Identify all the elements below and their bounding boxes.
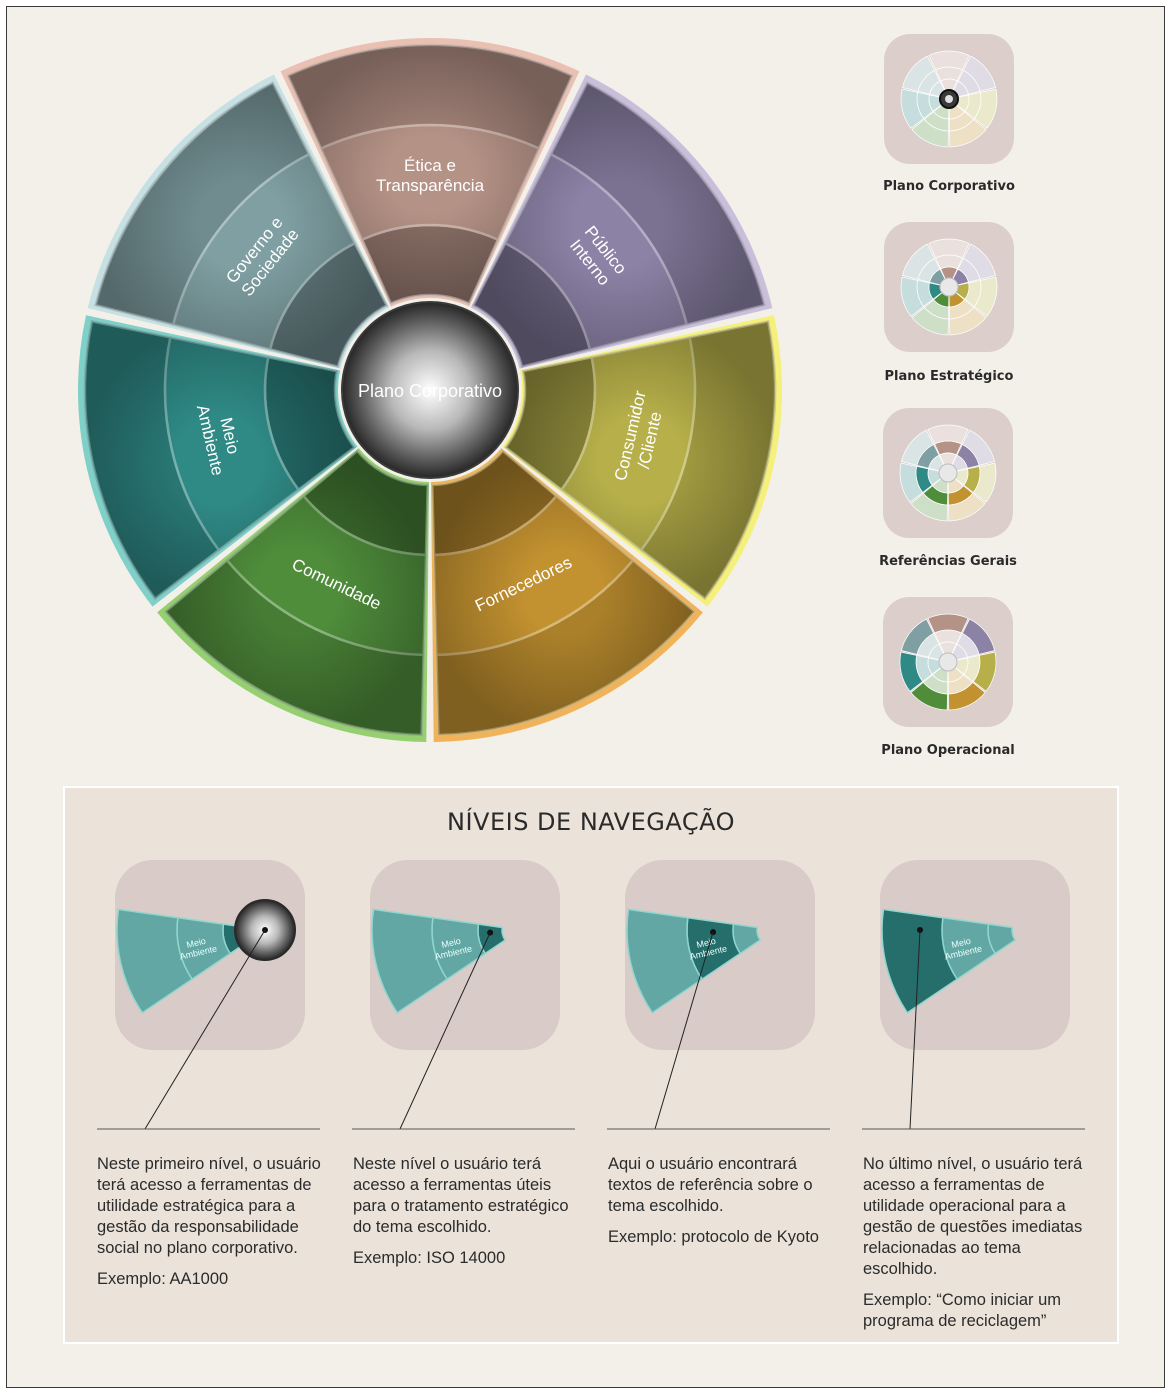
mini-segment bbox=[948, 681, 986, 711]
mini-segment bbox=[935, 254, 963, 270]
nav-text-1: Neste primeiro nível, o usuário terá ace… bbox=[97, 1155, 321, 1257]
nav-text-4: No último nível, o usuário terá acesso a… bbox=[863, 1155, 1083, 1278]
mini-wheel-icon bbox=[899, 613, 997, 711]
nav-description-2: Neste nível o usuário terá acesso a ferr… bbox=[353, 1154, 583, 1269]
nav-description-4: No último nível, o usuário terá acesso a… bbox=[863, 1154, 1093, 1332]
level-caption-estrategico: Plano Estratégico bbox=[884, 369, 1014, 384]
mini-segment bbox=[961, 429, 996, 466]
mini-segment bbox=[935, 66, 963, 82]
leader-line bbox=[399, 932, 491, 1130]
level-card-corporativo[interactable] bbox=[884, 34, 1014, 164]
mini-segment bbox=[899, 651, 924, 692]
nav-example-1: Exemplo: AA1000 bbox=[97, 1270, 229, 1288]
mini-segment bbox=[901, 243, 936, 280]
mini-segment bbox=[949, 306, 987, 336]
nav-illustration-4: MeioAmbiente bbox=[862, 908, 1085, 1130]
navigation-illustrations: MeioAmbienteMeioAmbienteMeioAmbienteMeio… bbox=[97, 899, 1085, 1130]
mini-segment bbox=[961, 618, 996, 655]
level-card-estrategico[interactable] bbox=[884, 222, 1014, 352]
level-caption-referencias: Referências Gerais bbox=[879, 554, 1017, 569]
center-hub[interactable] bbox=[341, 301, 519, 479]
mini-segment bbox=[972, 651, 997, 692]
mini-segment bbox=[927, 613, 969, 634]
mini-segment bbox=[973, 88, 998, 129]
level-caption-operacional: Plano Operacional bbox=[881, 743, 1015, 758]
mini-segment bbox=[900, 429, 935, 466]
segment-ring-1[interactable] bbox=[360, 223, 500, 306]
pointer-dot bbox=[710, 929, 717, 936]
mini-segment bbox=[928, 50, 970, 71]
mini-segment bbox=[934, 440, 962, 456]
mini-wheel-icon bbox=[899, 424, 997, 522]
mini-center-dot bbox=[945, 95, 953, 103]
mini-segment bbox=[899, 462, 924, 503]
mini-segment bbox=[901, 55, 936, 92]
mini-segment bbox=[962, 55, 997, 92]
nav-illustration-3: MeioAmbiente bbox=[607, 908, 830, 1130]
mini-segment bbox=[900, 276, 925, 317]
mini-segment bbox=[928, 238, 970, 259]
mini-segment bbox=[927, 424, 969, 445]
mini-segment bbox=[910, 681, 948, 711]
nav-ring-3 bbox=[881, 908, 959, 1014]
nav-text-2: Neste nível o usuário terá acesso a ferr… bbox=[353, 1155, 569, 1236]
nav-ring-3 bbox=[371, 908, 449, 1014]
mini-center bbox=[939, 277, 959, 297]
mini-segment bbox=[962, 243, 997, 280]
mini-center bbox=[938, 652, 958, 672]
level-caption-corporativo: Plano Corporativo bbox=[883, 179, 1015, 194]
mini-segment bbox=[934, 629, 962, 645]
nav-description-1: Neste primeiro nível, o usuário terá ace… bbox=[97, 1154, 327, 1290]
nav-illustration-1: MeioAmbiente bbox=[97, 899, 320, 1130]
nav-ring-3 bbox=[626, 908, 704, 1014]
level-card-referencias[interactable] bbox=[883, 408, 1013, 538]
mini-wheel-icon bbox=[900, 50, 998, 148]
mini-segment bbox=[900, 88, 925, 129]
level-card-operacional[interactable] bbox=[883, 597, 1013, 727]
mini-segment bbox=[949, 118, 987, 148]
nav-illustration-2: MeioAmbiente bbox=[352, 908, 575, 1130]
nav-example-3: Exemplo: protocolo de Kyoto bbox=[608, 1228, 819, 1246]
mini-segment bbox=[972, 462, 997, 503]
mini-segment bbox=[911, 306, 949, 336]
nav-ring-3 bbox=[116, 908, 194, 1014]
mini-segment bbox=[948, 492, 986, 522]
mini-segment bbox=[911, 118, 949, 148]
mini-center bbox=[938, 463, 958, 483]
leader-line bbox=[654, 932, 714, 1130]
mini-segment bbox=[910, 492, 948, 522]
navigation-title: NÍVEIS DE NAVEGAÇÃO bbox=[447, 808, 735, 836]
leader-line bbox=[144, 929, 266, 1130]
mini-wheel-icon bbox=[900, 238, 998, 336]
leader-line bbox=[909, 929, 921, 1130]
center-label: Plano Corporativo bbox=[358, 381, 502, 401]
nav-example-2: Exemplo: ISO 14000 bbox=[353, 1249, 506, 1267]
nav-example-4: Exemplo: “Como iniciar um programa de re… bbox=[863, 1291, 1062, 1330]
nav-description-3: Aqui o usuário encontrará textos de refe… bbox=[608, 1154, 838, 1248]
nav-text-3: Aqui o usuário encontrará textos de refe… bbox=[608, 1155, 813, 1215]
mini-segment bbox=[973, 276, 998, 317]
mini-segment bbox=[900, 618, 935, 655]
